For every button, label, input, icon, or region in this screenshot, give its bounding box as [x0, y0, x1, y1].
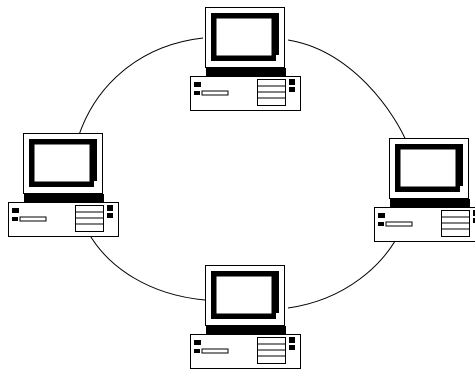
desktop-computer-icon: [191, 266, 301, 369]
ring-link-top-right: [288, 40, 410, 150]
computer-left: [9, 134, 119, 237]
computer-right: [375, 139, 475, 242]
ring-link-bottom-left: [88, 232, 205, 300]
ring-link-left-top: [78, 38, 203, 138]
desktop-computer-icon: [375, 139, 475, 242]
desktop-computer-icon: [9, 134, 119, 237]
computer-top: [191, 8, 301, 111]
desktop-computer-icon: [191, 8, 301, 111]
computer-bottom: [191, 266, 301, 369]
